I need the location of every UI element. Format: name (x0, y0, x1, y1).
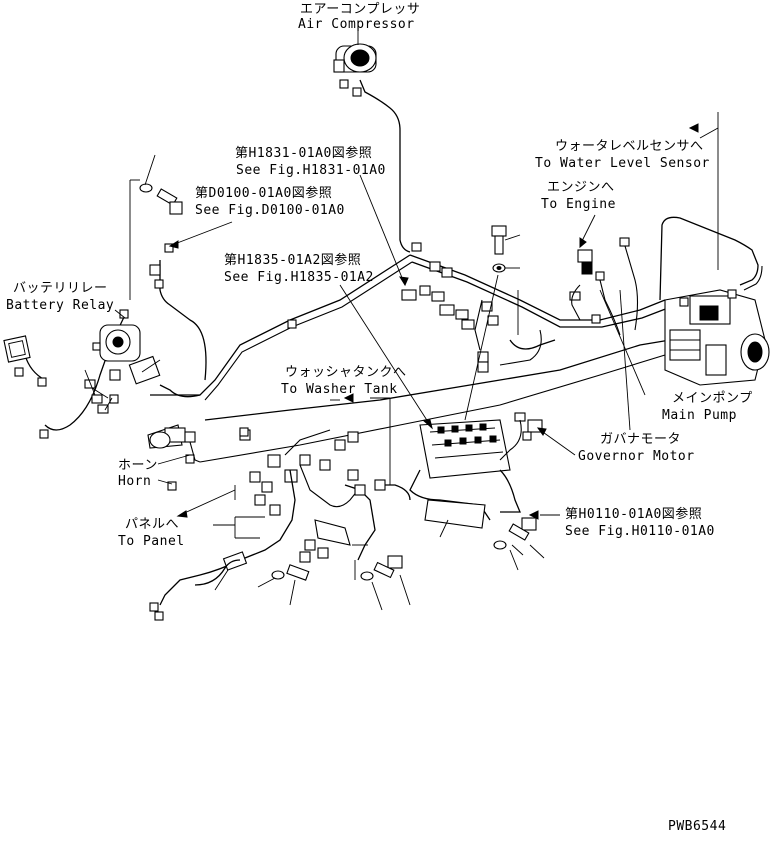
ref-d0100-label: 第D0100-01A0図参照 See Fig.D0100-01A0 (195, 185, 345, 218)
ref-h0110-label-ja: 第H0110-01A0図参照 (565, 506, 702, 522)
ref-h1831-label-en: See Fig.H1831-01A0 (236, 163, 386, 178)
drawing-number: PWB6544 (668, 819, 726, 834)
horn-part (147, 424, 201, 491)
horn-label: ホーン Horn (118, 458, 158, 489)
mid-wire-c (509, 339, 556, 350)
water-level-wire-b (743, 265, 763, 291)
ref-d0100-label-ja: 第D0100-01A0図参照 (195, 185, 332, 201)
main-harness-trunk (409, 254, 666, 321)
engine-connectors (569, 237, 639, 336)
horn-label-ja: ホーン (118, 458, 158, 473)
harness-branch-relay (159, 384, 201, 398)
main-pump-label-en: Main Pump (662, 408, 737, 423)
mid-wire-b (499, 329, 542, 366)
horn-feed-wire (199, 354, 666, 463)
washer-tank-label-ja: ウォッシャタンクへ (285, 365, 407, 380)
air-compressor-label: エアーコンプレッサ Air Compressor (298, 2, 420, 32)
compressor-connectors (339, 79, 362, 97)
washer-tank-label-en: To Washer Tank (281, 382, 398, 397)
battery-relay-label-en: Battery Relay (6, 298, 114, 313)
main-harness-trunk-b (411, 261, 669, 328)
ref-h1831-label: 第H1831-01A0図参照 See Fig.H1831-01A0 (235, 145, 386, 178)
air-compressor-part (333, 43, 377, 73)
water-level-sensor-label-ja: ウォータレベルセンサへ (555, 139, 704, 154)
governor-wire (499, 469, 521, 513)
governor-motor-label-en: Governor Motor (578, 449, 695, 464)
to-panel-label-ja: パネルへ (125, 517, 179, 532)
battery-relay-label-ja: バッテリリレー (13, 281, 108, 296)
relay-wire (159, 260, 207, 381)
governor-motor-label: ガバナモータ Governor Motor (578, 432, 695, 464)
ref-h1835-label-ja: 第H1835-01A2図参照 (224, 252, 361, 268)
h1831-connector-group (401, 242, 499, 330)
water-level-wire (659, 216, 759, 301)
air-compressor-label-en: Air Compressor (298, 17, 415, 32)
governor-motor-part (499, 412, 543, 461)
relay-connectors (14, 367, 119, 439)
mid-connectors (239, 319, 489, 496)
to-engine-label: エンジンへ To Engine (541, 180, 616, 212)
ref-h1835-label-en: See Fig.H1835-01A2 (224, 270, 374, 285)
ref-h1831-label-ja: 第H1831-01A0図参照 (235, 145, 372, 161)
to-panel-label: パネルへ To Panel (118, 517, 185, 549)
washer-branch-wire (344, 484, 376, 561)
air-compressor-label-ja: エアーコンプレッサ (300, 2, 420, 17)
ref-h0110-label-en: See Fig.H0110-01A0 (565, 524, 715, 539)
washer-connector-wire (380, 484, 411, 501)
ref-h1835-label: 第H1835-01A2図参照 See Fig.H1835-01A2 (224, 252, 374, 285)
relay-box-wire (24, 354, 46, 381)
mid-wire-a (474, 299, 483, 351)
main-pump-label-ja: メインポンプ (672, 391, 753, 406)
horn-label-en: Horn (118, 474, 151, 489)
water-level-sensor-label: ウォータレベルセンサへ To Water Level Sensor (535, 139, 710, 171)
main-pump-part (664, 289, 770, 386)
washer-connector (374, 479, 386, 491)
ref-d0100-label-en: See Fig.D0100-01A0 (195, 203, 345, 218)
left-harness-trunk-b (204, 261, 413, 401)
to-panel-label-en: To Panel (118, 534, 185, 549)
panel-lower-wire (194, 559, 241, 586)
fuse-block (419, 419, 511, 479)
lower-clamps (149, 519, 351, 621)
leader-lines (84, 30, 719, 611)
fuse-block-wire (409, 469, 491, 521)
washer-tank-label: ウォッシャタンクへ To Washer Tank (281, 365, 407, 397)
ref-h0110-label: 第H0110-01A0図参照 See Fig.H0110-01A0 (565, 506, 715, 539)
d0100-hardware (139, 183, 183, 289)
bolts (360, 225, 537, 581)
governor-motor-label-ja: ガバナモータ (600, 432, 681, 447)
to-engine-label-en: To Engine (541, 197, 616, 212)
compressor-wire (359, 79, 411, 253)
battery-relay-label: バッテリリレー Battery Relay (6, 281, 114, 313)
bracket-plate (424, 499, 486, 529)
water-level-sensor-label-en: To Water Level Sensor (535, 156, 710, 171)
to-engine-label-ja: エンジンへ (547, 180, 615, 195)
pump-feed-wire (204, 339, 671, 421)
main-pump-label: メインポンプ Main Pump (662, 391, 753, 423)
battery-relay-part (3, 309, 161, 385)
